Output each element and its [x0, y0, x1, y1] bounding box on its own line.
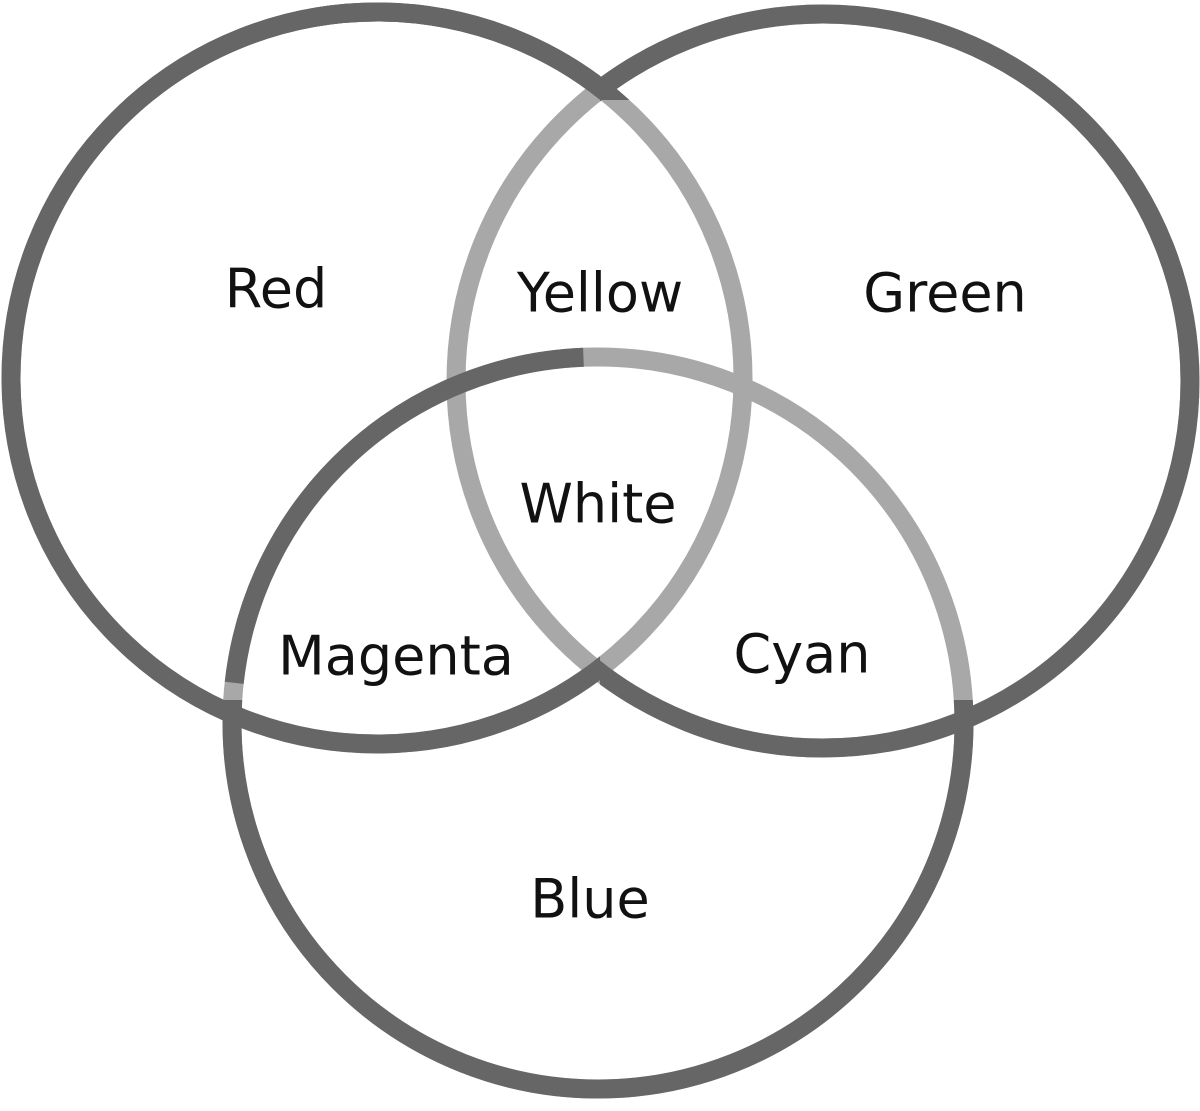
label-blue: Blue [530, 868, 650, 931]
label-yellow: Yellow [516, 262, 683, 325]
green-circle-outer [600, 4, 1200, 758]
red-circle-top [124, 2, 630, 100]
label-cyan: Cyan [734, 623, 871, 686]
blue-circle-outer [222, 700, 974, 1099]
label-green: Green [863, 262, 1027, 325]
label-red: Red [225, 258, 328, 321]
label-magenta: Magenta [278, 625, 514, 688]
label-white: White [519, 473, 676, 536]
